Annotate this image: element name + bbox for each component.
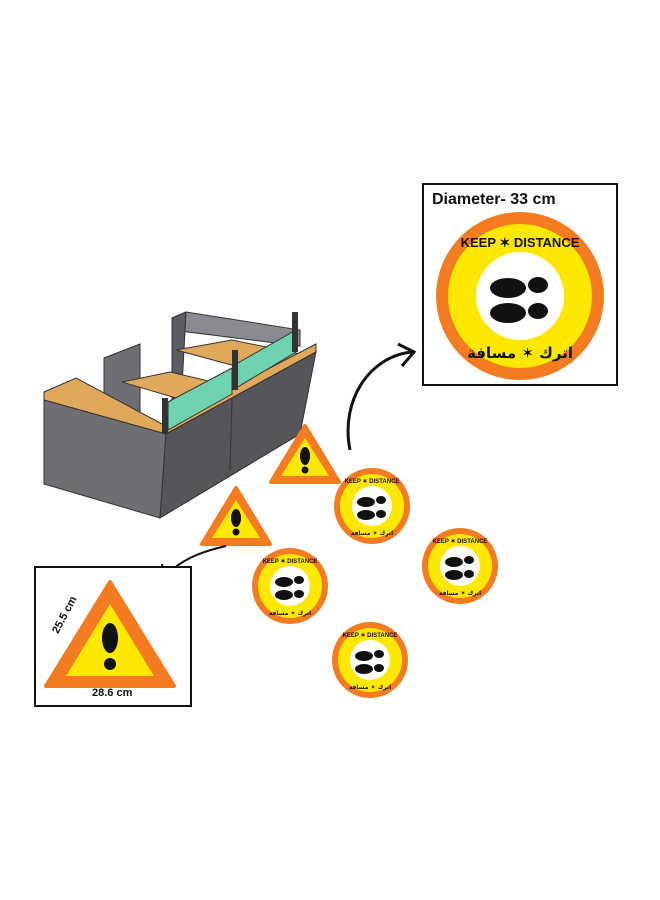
sticker-large: KEEP ✶ DISTANCE اترك ✶ مسافة <box>436 212 604 380</box>
sticker-detail-inset: Diameter- 33 cm KEEP ✶ DISTANCE اترك ✶ م… <box>422 183 618 386</box>
arrow-to-circle-inset <box>346 350 413 451</box>
diameter-label: Diameter- 33 cm <box>432 191 556 208</box>
warning-sign <box>200 486 272 546</box>
keep-distance-sticker <box>422 528 498 604</box>
arabic-text: اترك ✶ مسافة <box>467 344 573 362</box>
width-label: 28.6 cm <box>92 687 133 699</box>
keep-distance-sticker <box>332 622 408 698</box>
exclamation-icon <box>102 623 118 670</box>
keep-distance-sticker <box>252 548 328 624</box>
warning-sign-large <box>44 580 176 688</box>
reception-counter <box>43 311 317 519</box>
footprints-icon <box>490 277 548 323</box>
warning-sign-detail-inset: 28.6 cm 25.5 cm <box>34 566 192 707</box>
keep-distance-sticker <box>334 468 410 544</box>
keep-distance-text: KEEP ✶ DISTANCE <box>461 235 580 250</box>
